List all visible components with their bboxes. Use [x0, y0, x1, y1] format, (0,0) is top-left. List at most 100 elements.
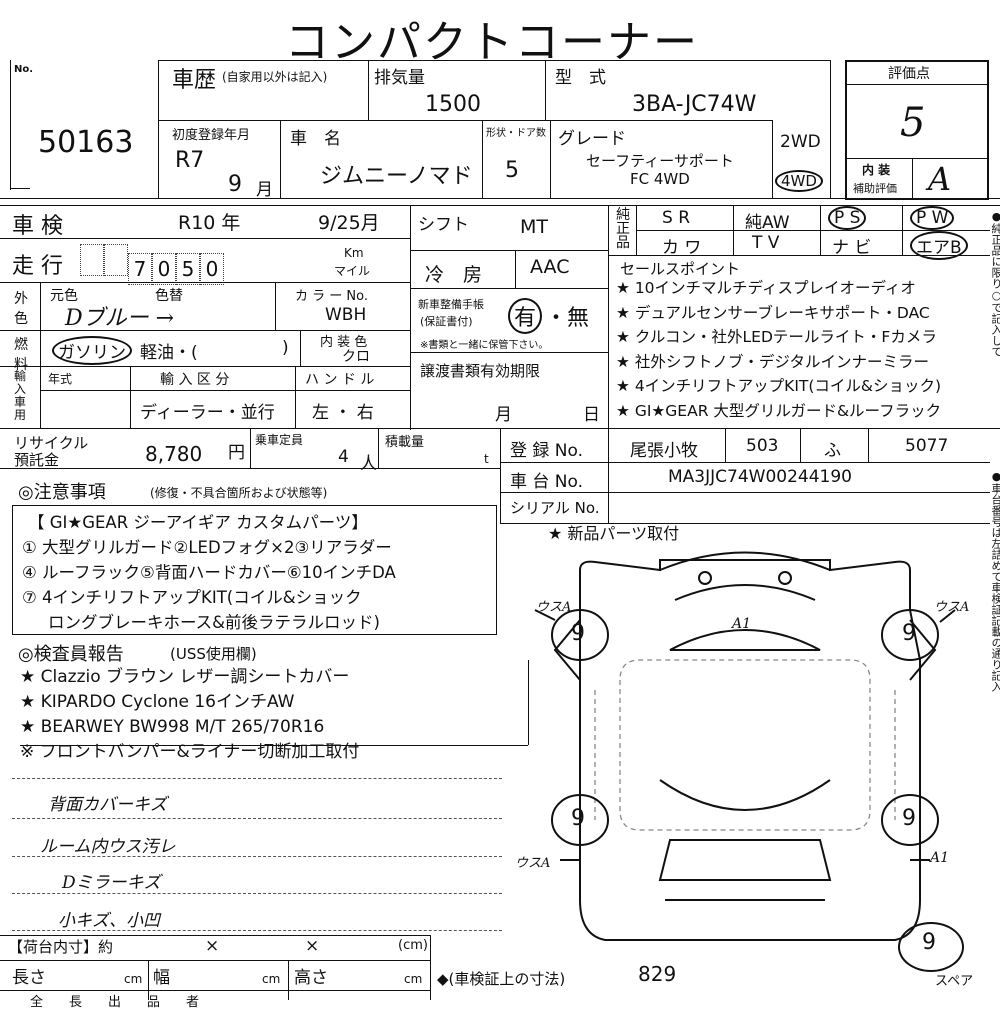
divider: [158, 120, 772, 121]
first-reg-month: 9: [228, 172, 242, 197]
maint-no: ・無: [545, 306, 590, 331]
reg-label: 登 録 No.: [510, 441, 584, 461]
import-class-label: 輸 入 区 分: [160, 372, 230, 388]
mileage-digit: [104, 244, 128, 276]
cargo-cm: cm: [404, 972, 423, 986]
divider: [0, 960, 430, 961]
inspector-header: ◎検査員報告: [18, 644, 124, 665]
divider: [868, 428, 869, 462]
inspector-header-sub: (USS使用欄): [170, 645, 257, 663]
cargo-cm: cm: [262, 972, 281, 986]
car-diagram: [534, 551, 956, 941]
tire-front-right: 9: [902, 806, 916, 831]
notes-line: ④ ルーフラック⑤背面ハードカバー⑥10インチDA: [22, 563, 396, 582]
equip-airbag: エアB: [910, 231, 968, 260]
divider: [158, 60, 830, 61]
mileage-unit-km: Km: [344, 246, 364, 260]
notes-header-sub: (修復・不具合箇所および状態等): [150, 486, 328, 500]
divider: [250, 428, 251, 468]
mileage-digit: [80, 244, 104, 276]
divider: [500, 492, 990, 493]
history-label: 車歴: [172, 68, 217, 93]
import-handle-value: 左 ・ 右: [312, 403, 374, 423]
cargo-label: 【荷台内寸】約: [8, 938, 114, 956]
chassis-value: MA3JJC74W00244190: [668, 467, 852, 487]
new-parts-label: ★ 新品パーツ取付: [548, 524, 680, 543]
divider: [845, 158, 989, 159]
reg-class: 503: [746, 436, 779, 456]
mileage-digit: 5: [176, 253, 200, 285]
fuel-gas: ガソリン: [52, 336, 132, 365]
fuel-close: ): [282, 338, 289, 358]
divider: [545, 60, 546, 120]
int-color-value: クロ: [342, 349, 370, 365]
recycle-value: 8,780: [145, 442, 203, 466]
maint-label2: (保証書付): [420, 315, 473, 328]
divider: [300, 330, 301, 366]
capacity-value: 4: [338, 447, 349, 467]
doors-label: 形状・ドア数: [486, 128, 546, 139]
capacity-label: 乗車定員: [255, 433, 304, 447]
mileage-digit: 0: [200, 253, 224, 285]
model-value: 3BA-JC74W: [632, 92, 757, 117]
transfer-label: 譲渡書類有効期限: [420, 362, 541, 380]
serial-label: シリアル No.: [510, 499, 600, 517]
sales-item: ★ クルコン・社外LEDテールライト・Fカメラ: [616, 328, 937, 346]
displacement-label: 排気量: [374, 68, 425, 88]
cargo-x2: ×: [305, 936, 320, 956]
color-code-value: WBH: [325, 305, 367, 325]
cargo-x1: ×: [205, 936, 220, 956]
divider: [40, 282, 41, 330]
transfer-month: 月: [495, 405, 512, 425]
notes-line: ① 大型グリルガード②LEDフォグ×2③リアラダー: [22, 538, 392, 557]
drive-2wd: 2WD: [780, 132, 821, 152]
sales-list: ★ 10インチマルチディスプレイオーディオ ★ デュアルセンサーブレーキサポート…: [616, 276, 941, 423]
color-change-label: 色替: [155, 288, 183, 304]
interior-label1: 内 装: [862, 163, 891, 177]
divider: [636, 230, 990, 231]
note-line: [12, 930, 502, 931]
score-box: [845, 60, 989, 200]
divider: [280, 120, 281, 198]
inspector-line: ★ BEARWEY BW998 M/T 265/70R16: [20, 717, 325, 737]
divider: [845, 84, 989, 85]
divider: [130, 366, 131, 428]
equipment-label: 純正品: [616, 207, 630, 251]
damage-mark: A1: [930, 850, 950, 866]
divider: [912, 158, 913, 198]
shaken-date: 9/25月: [318, 212, 380, 234]
shaken-dims-label: ◆(車検証上の寸法): [437, 970, 566, 988]
capacity-unit: 人: [360, 454, 377, 474]
reg-kana: ふ: [824, 441, 841, 461]
divider: [40, 330, 41, 366]
handwritten-note: 小キズ、小凹: [58, 911, 160, 931]
divider: [608, 205, 609, 430]
divider: [550, 120, 551, 198]
divider: [0, 205, 1000, 206]
fuel-label: 燃料: [14, 337, 28, 373]
sales-item: ★ 4インチリフトアップKIT(コイル&ショック): [616, 377, 942, 395]
equip-ps: P S: [828, 206, 867, 230]
note-line: [12, 778, 502, 779]
recycle-label1: リサイクル: [14, 434, 89, 452]
divider: [368, 60, 369, 120]
grade-line2: FC 4WD: [630, 170, 690, 188]
doors-value: 5: [505, 158, 519, 183]
shift-label: シフト: [418, 215, 469, 235]
color-section-label: 外色: [14, 291, 28, 327]
side-note: ●純正品に限り○で記入して: [990, 210, 1000, 357]
spare-tire: [898, 922, 964, 972]
sales-label: セールスポイント: [620, 260, 741, 278]
grade-line1: セーフティーサポート: [586, 152, 734, 170]
divider: [725, 428, 726, 462]
lot-label: No.: [14, 64, 34, 75]
divider: [482, 120, 483, 198]
tire-rear-left: 9: [571, 621, 585, 646]
shaken-label: 車 検: [12, 214, 63, 239]
cargo-length: 長さ: [12, 968, 46, 988]
handwritten-note: 背面カバーキズ: [48, 795, 167, 815]
cargo-cm: cm: [124, 972, 143, 986]
maint-note: ※書類と一緒に保管下さい。: [420, 340, 549, 351]
divider: [800, 428, 801, 462]
